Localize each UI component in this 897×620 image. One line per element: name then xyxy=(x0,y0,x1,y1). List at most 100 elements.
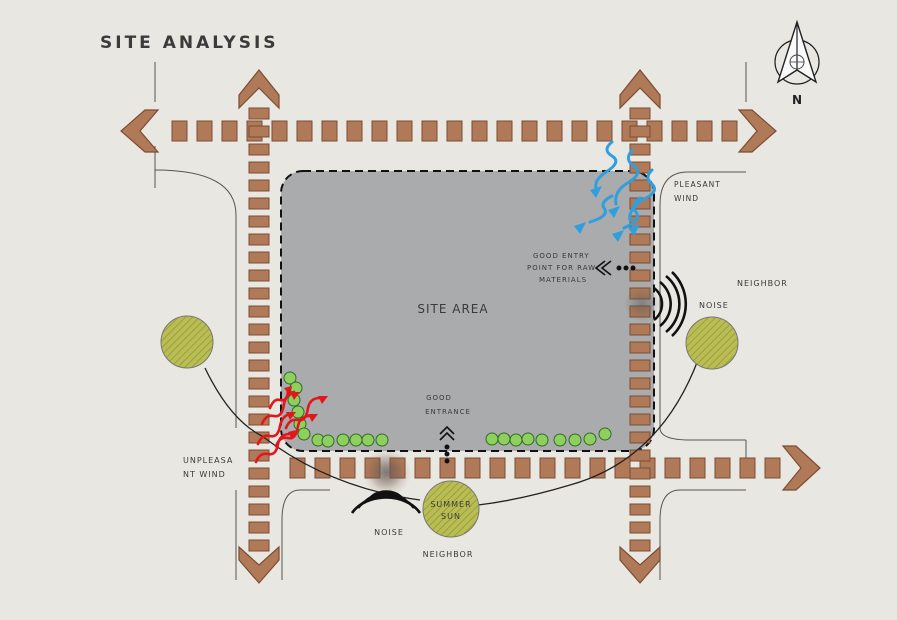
road-brick-left xyxy=(248,323,270,336)
entry-raw-label-3: MATERIALS xyxy=(539,276,587,284)
road-brick-left xyxy=(248,251,270,264)
shrub xyxy=(349,433,363,447)
road-brick-left xyxy=(248,413,270,426)
site-area-label: SITE AREA xyxy=(417,302,488,316)
arrowhead-up-left xyxy=(238,69,280,110)
shrub xyxy=(497,432,511,446)
road-brick-right xyxy=(629,539,651,552)
road-brick-bottom xyxy=(739,457,756,479)
unpleasant-wind-heads xyxy=(284,386,328,440)
shrub xyxy=(568,433,582,447)
north-compass-icon xyxy=(774,19,820,85)
road-brick-top xyxy=(371,120,388,142)
shrub xyxy=(375,433,389,447)
road-brick-top xyxy=(421,120,438,142)
arrowhead-down-right xyxy=(619,545,661,584)
road-brick-right xyxy=(629,359,651,372)
road-brick-left xyxy=(248,359,270,372)
arrowhead-left-top xyxy=(120,109,160,153)
pleasant-wind-label-1: PLEASANT xyxy=(674,180,721,189)
road-brick-bottom xyxy=(339,457,356,479)
road-brick-bottom xyxy=(489,457,506,479)
road-brick-right xyxy=(629,269,651,282)
good-entrance-label-1: GOOD xyxy=(426,394,452,402)
road-brick-right xyxy=(629,395,651,408)
road-brick-bottom xyxy=(414,457,431,479)
road-brick-bottom xyxy=(514,457,531,479)
page-title: SITE ANALYSIS xyxy=(100,33,279,53)
road-brick-left xyxy=(248,395,270,408)
road-brick-left xyxy=(248,341,270,354)
road-brick-right xyxy=(629,485,651,498)
road-brick-top xyxy=(446,120,463,142)
road-brick-right xyxy=(629,449,651,462)
road-brick-left xyxy=(248,233,270,246)
shrub xyxy=(361,433,375,447)
road-brick-right xyxy=(629,341,651,354)
road-brick-top xyxy=(571,120,588,142)
neighbor-trees xyxy=(160,315,739,506)
shrub xyxy=(583,432,597,446)
arrowhead-right-top xyxy=(737,109,777,153)
road-brick-left xyxy=(248,125,270,138)
road-brick-bottom xyxy=(689,457,706,479)
unpleasant-wind-label-2: NT WIND xyxy=(183,470,226,479)
road-brick-top xyxy=(596,120,613,142)
neighbor-label-right: NEIGHBOR xyxy=(737,279,788,288)
compass-label: N xyxy=(792,93,802,107)
road-brick-left xyxy=(248,467,270,480)
road-brick-left xyxy=(248,377,270,390)
road-brick-right xyxy=(629,377,651,390)
road-brick-right xyxy=(629,125,651,138)
road-brick-top xyxy=(346,120,363,142)
road-brick-left xyxy=(248,179,270,192)
road-brick-top xyxy=(471,120,488,142)
good-entrance-label-2: ENTRANCE xyxy=(425,408,471,416)
pleasant-wind-label-2: WIND xyxy=(674,194,699,203)
road-brick-top xyxy=(546,120,563,142)
road-brick-right xyxy=(629,413,651,426)
road-brick-bottom xyxy=(564,457,581,479)
road-brick-bottom xyxy=(539,457,556,479)
entry-raw-label-1: GOOD ENTRY xyxy=(533,252,590,260)
road-brick-top xyxy=(321,120,338,142)
road-brick-left xyxy=(248,143,270,156)
road-brick-right xyxy=(629,143,651,156)
road-brick-bottom xyxy=(314,457,331,479)
unpleasant-wind-label-1: UNPLEASA xyxy=(183,456,233,465)
road-brick-bottom xyxy=(439,457,456,479)
summer-sun-label-1: SUMMER xyxy=(430,500,471,509)
shrub xyxy=(553,433,567,447)
road-brick-bottom xyxy=(464,457,481,479)
tree-right xyxy=(685,316,739,370)
road-brick-right xyxy=(629,179,651,192)
shrub xyxy=(283,371,297,385)
noise-icon-right xyxy=(624,271,688,337)
unpleasant-wind-arrows xyxy=(254,388,322,464)
arrowhead-right-bottom xyxy=(781,445,821,491)
road-brick-bottom xyxy=(714,457,731,479)
road-brick-left xyxy=(248,305,270,318)
noise-label-bottom: NOISE xyxy=(374,528,404,537)
noise-icon-bottom xyxy=(350,454,422,514)
road-arrowheads xyxy=(120,69,821,584)
noise-label-right: NOISE xyxy=(699,301,729,310)
shrub xyxy=(485,432,499,446)
road-brick-top xyxy=(196,120,213,142)
road-brick-top xyxy=(496,120,513,142)
road-brick-top xyxy=(171,120,188,142)
shrub xyxy=(321,434,335,448)
road-brick-left xyxy=(248,521,270,534)
arrowhead-down-left xyxy=(238,545,280,584)
raw-material-entry-icon xyxy=(594,260,636,276)
roads xyxy=(171,107,781,552)
road-brick-right xyxy=(629,107,651,120)
road-brick-bottom xyxy=(289,457,306,479)
road-brick-top xyxy=(221,120,238,142)
road-brick-top xyxy=(696,120,713,142)
road-brick-top xyxy=(721,120,738,142)
road-brick-top xyxy=(296,120,313,142)
road-brick-left xyxy=(248,215,270,228)
boundary-lines xyxy=(154,62,747,580)
